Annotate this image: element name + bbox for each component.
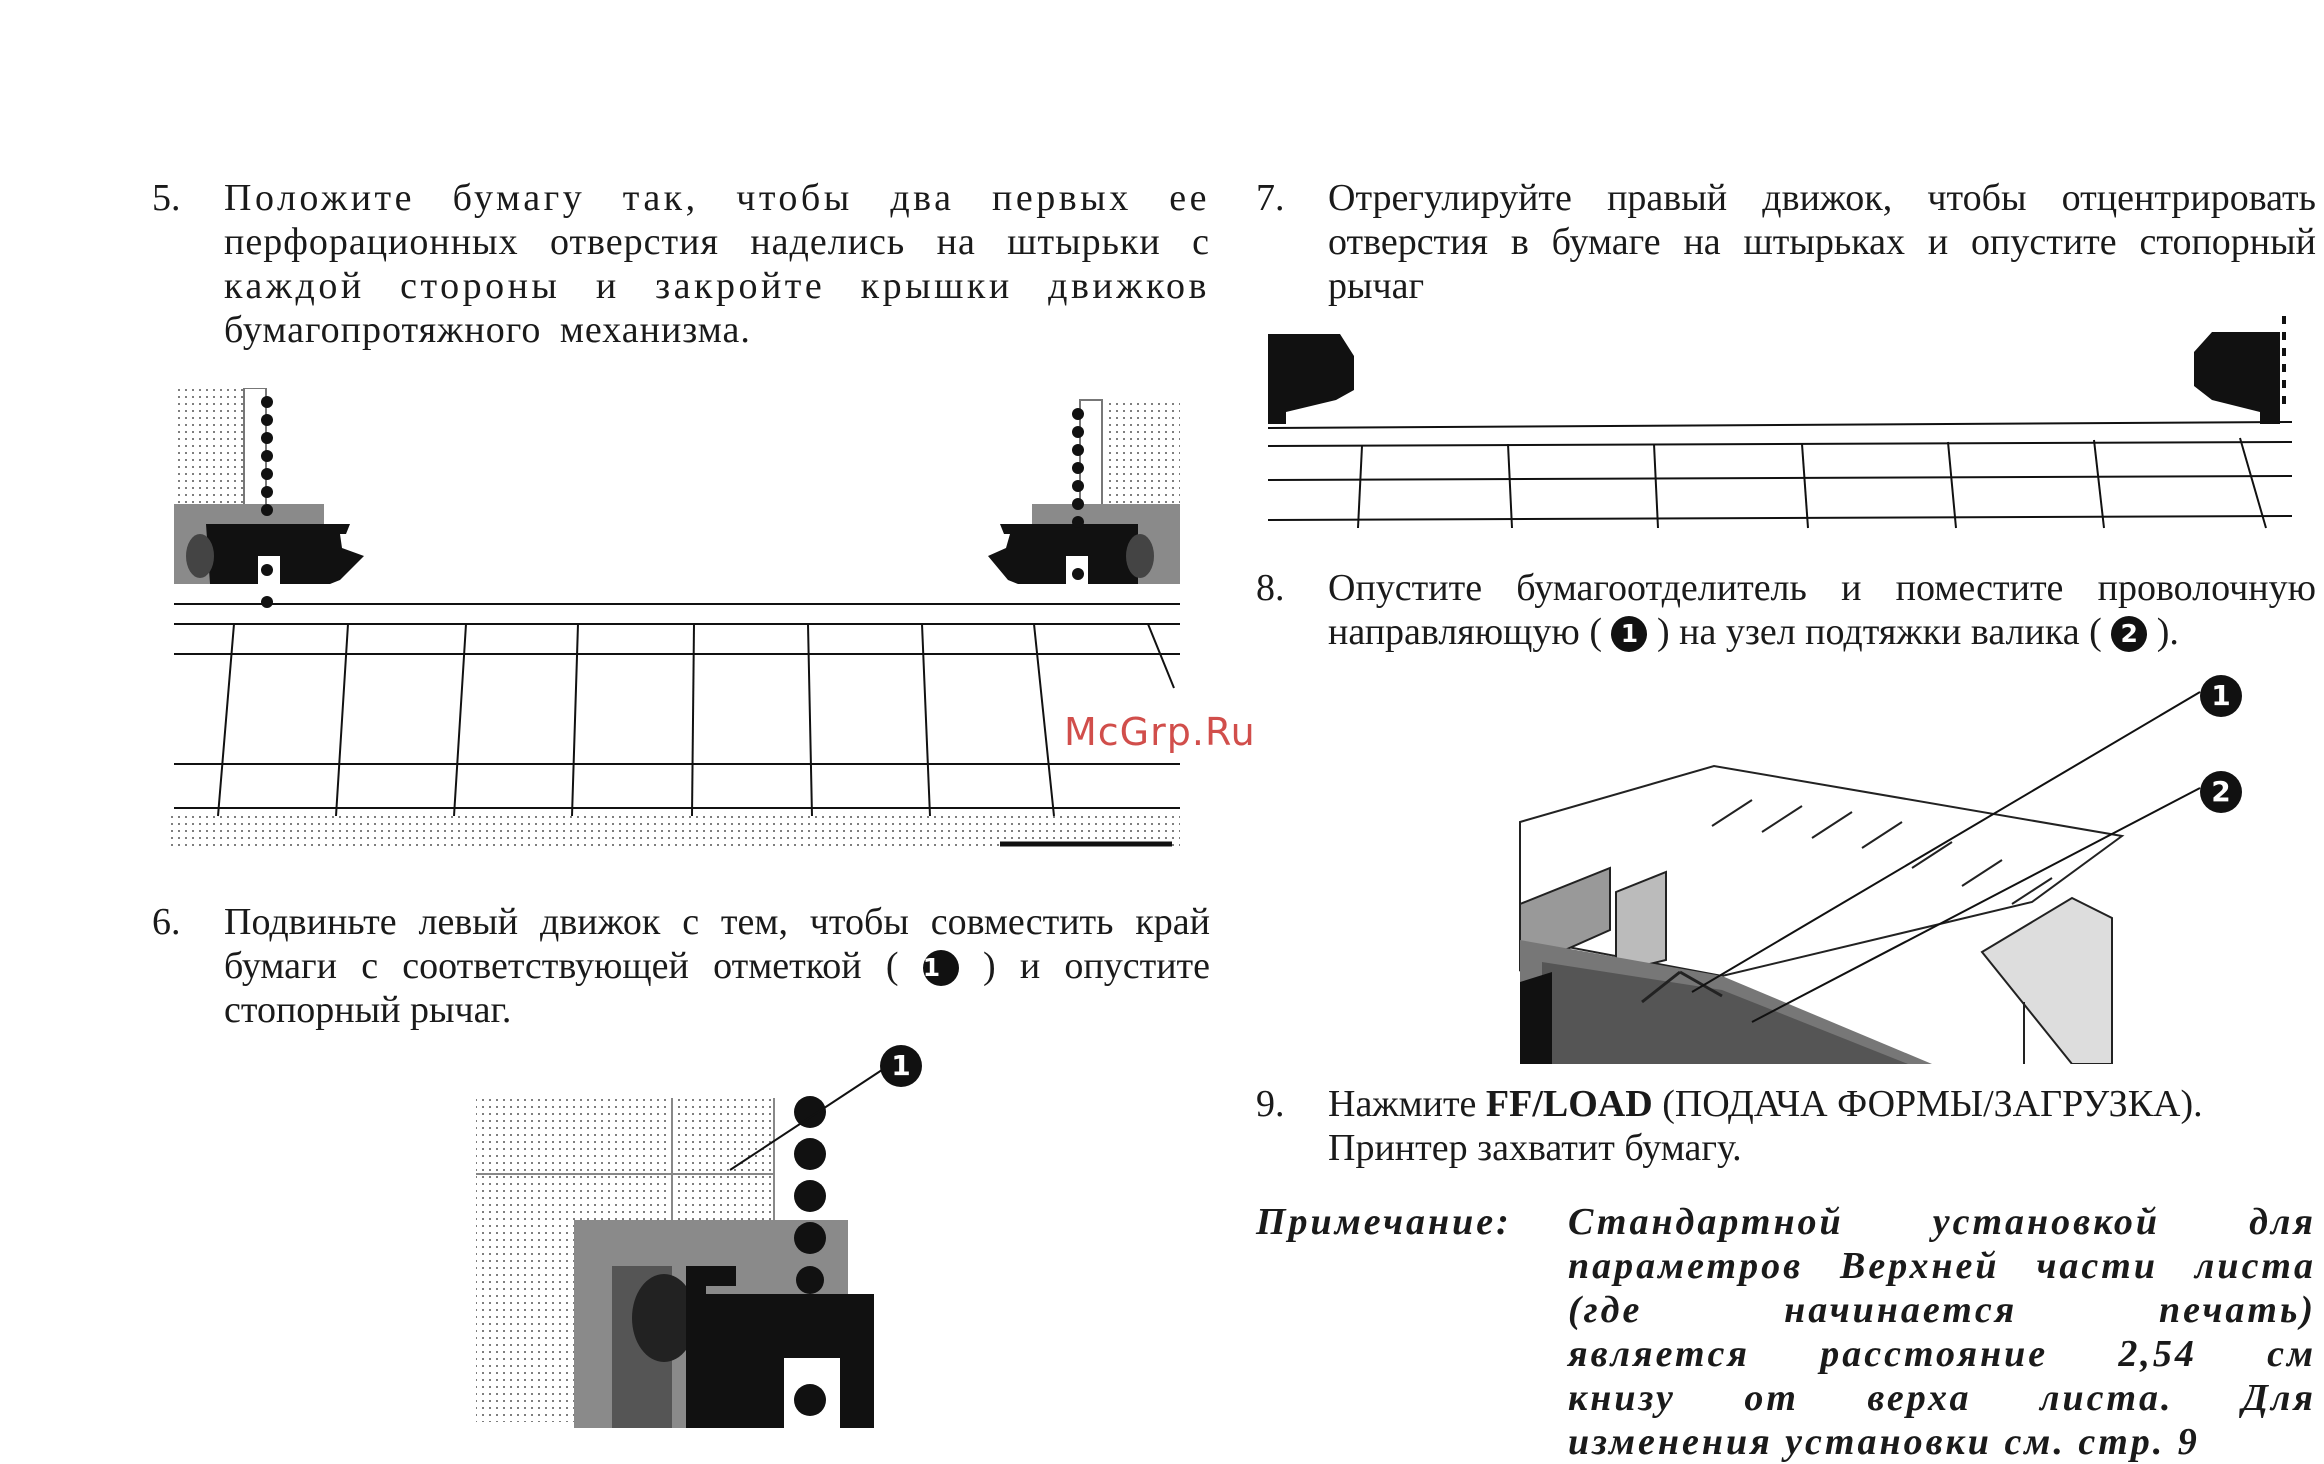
tractor-feed-illustration: [170, 388, 1180, 847]
marker-1-callout: 1: [880, 1045, 922, 1087]
note-body: Стандартной установкой для: [1568, 1200, 2316, 1244]
text-part: (ПОДАЧА ФОРМЫ/ЗАГРУЗКА).: [1652, 1083, 2203, 1125]
text-line: рычаг: [1328, 265, 1425, 307]
step-number: 7.: [1256, 177, 1285, 219]
step-number: 5.: [152, 177, 181, 219]
text-line: Положите бумагу так, чтобы два первых ее: [224, 177, 1210, 219]
watermark: McGrp.Ru: [1064, 710, 1256, 754]
sprocket-pins-right: [1072, 408, 1084, 580]
sprocket-pins: [794, 1096, 826, 1416]
text-line: перфорационных отверстия наделись на шты…: [224, 221, 1210, 263]
note-body: параметров Верхней части листа (где начи…: [1568, 1244, 2316, 1464]
step-number: 6.: [152, 901, 181, 943]
note-line: книзу от верха листа. Для: [1568, 1377, 2316, 1419]
text-line: Отрегулируйте правый движок, чтобы отцен…: [1328, 177, 2316, 219]
note-line: изменения установки см. стр. 9: [1568, 1421, 2200, 1463]
marker-1-callout: 1: [2200, 675, 2242, 717]
text-line: каждой стороны и закройте крышки движков: [224, 265, 1210, 307]
text-line: Подвиньте левый движок с тем, чтобы совм…: [224, 901, 1210, 943]
text-line: Принтер захватит бумагу.: [1328, 1127, 1742, 1169]
text-line: отверстия в бумаге на штырьках и опустит…: [1328, 221, 2316, 263]
key-name: FF/LOAD: [1485, 1083, 1653, 1125]
step-text: Подвиньте левый движок с тем, чтобы совм…: [224, 900, 1210, 1032]
note-line: является расстояние 2,54 см: [1568, 1333, 2316, 1375]
step-text: Опустите бумагоотделитель и поместите пр…: [1328, 566, 2316, 654]
text-part: ) на узел подтяжки валика (: [1656, 611, 2102, 653]
text-part: ).: [2156, 611, 2179, 653]
step-text: Положите бумагу так, чтобы два первых ее…: [224, 176, 1210, 352]
wire-guide-illustration: [1519, 691, 2201, 1064]
marker-1-icon: 1: [922, 950, 959, 986]
note-line: (где начинается печать): [1568, 1289, 2316, 1331]
note-line: Стандартной установкой для: [1568, 1201, 2316, 1243]
text-part: Нажмите: [1328, 1083, 1486, 1125]
text-line: стопорный рычаг.: [224, 989, 512, 1031]
note-line: параметров Верхней части листа: [1568, 1245, 2316, 1287]
marker-2-callout: 2: [2200, 771, 2242, 813]
note-block: Примечание: Стандартной установкой для п…: [1256, 1200, 2316, 1463]
step-text: Отрегулируйте правый движок, чтобы отцен…: [1328, 176, 2316, 308]
text-line: Нажмите FF/LOAD (ПОДАЧА ФОРМЫ/ЗАГРУЗКА).: [1328, 1082, 2316, 1126]
left-tractor-closeup-illustration: [476, 1065, 889, 1428]
note-label: Примечание:: [1256, 1201, 1512, 1243]
marker-1-icon: 1: [1611, 616, 1648, 652]
step-text: Нажмите FF/LOAD (ПОДАЧА ФОРМЫ/ЗАГРУЗКА).…: [1328, 1082, 2316, 1170]
text-part: ) и опустите: [982, 945, 1211, 987]
text-line: бумаги с соответствующей отметкой ( 1 ) …: [224, 944, 1210, 988]
marker-2-icon: 2: [2111, 616, 2148, 652]
text-part: направляющую (: [1328, 611, 1602, 653]
text-part: бумаги с соответствующей отметкой (: [224, 945, 899, 987]
step-number: 8.: [1256, 567, 1285, 609]
text-line: направляющую ( 1 ) на узел подтяжки вали…: [1328, 610, 2316, 654]
text-line: бумагопротяжного механизма.: [224, 309, 751, 351]
centered-paper-illustration: [1267, 316, 2292, 529]
step-number: 9.: [1256, 1083, 1285, 1125]
text-line: Опустите бумагоотделитель и поместите пр…: [1328, 567, 2316, 609]
